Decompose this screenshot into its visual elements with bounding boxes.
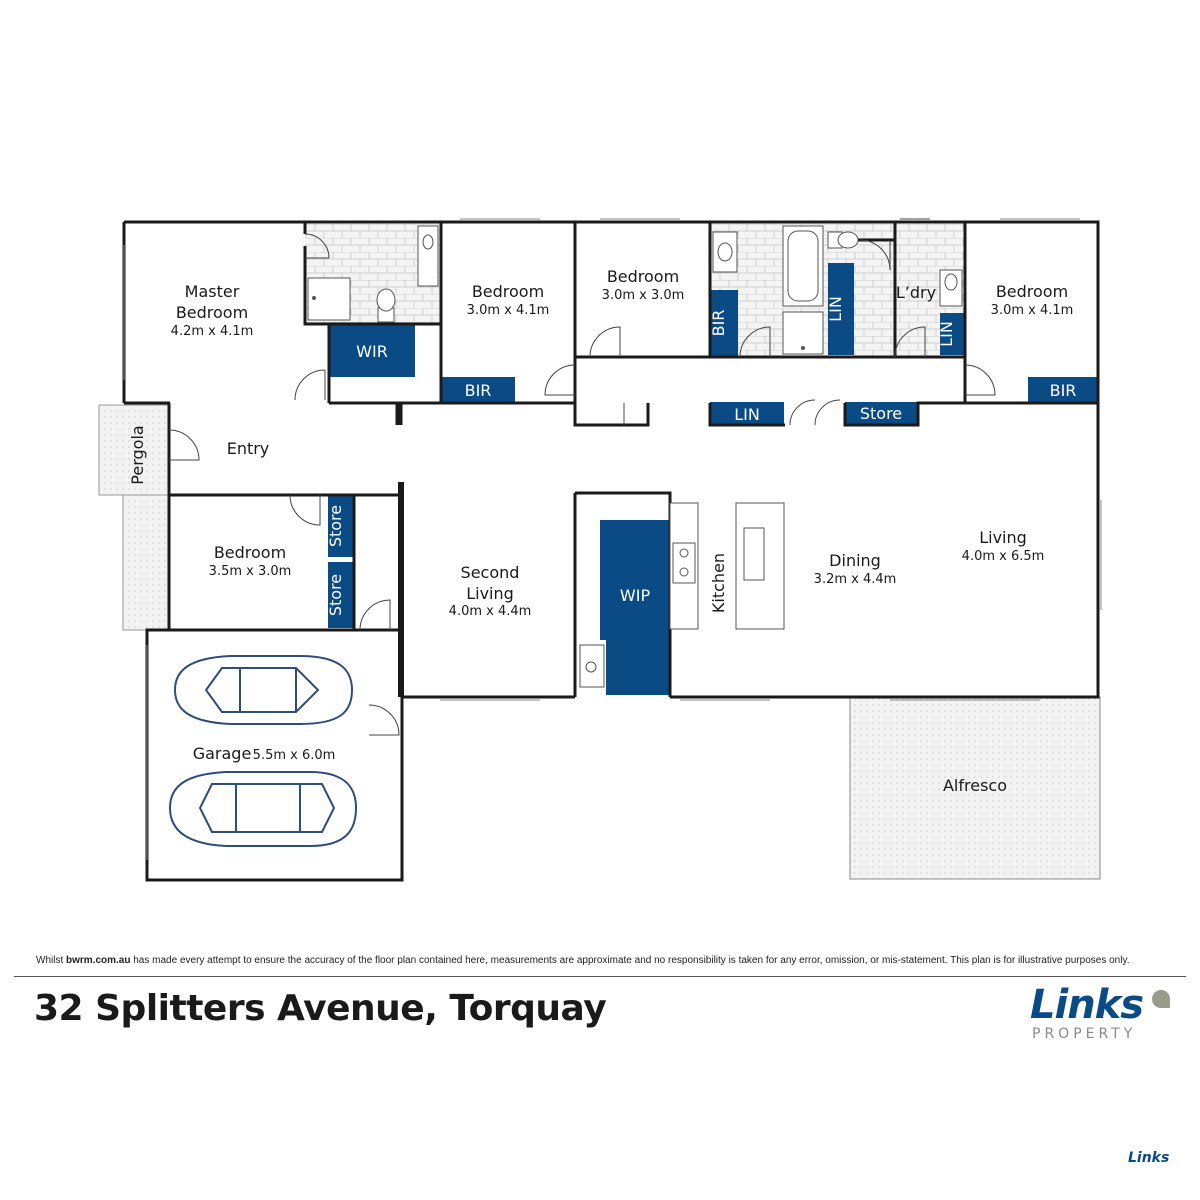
kitchen-label: Kitchen (709, 553, 728, 613)
logo-wordmark: Links (1030, 982, 1144, 1028)
car-icon (173, 655, 354, 725)
bir-bed2-label: BIR (465, 381, 492, 400)
bedroom3-label: Bedroom (607, 267, 679, 286)
bedroom5-wall (169, 493, 404, 697)
second-living-label: Second (461, 563, 520, 582)
wip-block (600, 520, 669, 695)
wir-wall (327, 324, 575, 405)
bir-bed2-block (441, 377, 515, 403)
bedroom4-label: Bedroom (996, 282, 1068, 301)
laundry-label: L’dry (896, 283, 936, 302)
store-hall-block (845, 402, 918, 426)
lin-bath-label: LIN (826, 296, 845, 322)
entry-label: Entry (227, 439, 270, 458)
living-dims: 4.0m x 6.5m (962, 549, 1045, 564)
ensuite-fixtures (307, 225, 439, 323)
alfresco-label: Alfresco (943, 776, 1007, 795)
kitchen-fixtures (579, 502, 785, 688)
living-label: Living (979, 528, 1027, 547)
lin-hall-label: LIN (734, 405, 760, 424)
car-icon (168, 771, 358, 847)
alfresco-area (849, 696, 1101, 880)
garage-label: Garage (193, 744, 252, 763)
lin-hall-block (710, 402, 784, 426)
disclaimer-text-start: Whilst (36, 955, 66, 966)
lin-laundry-label: LIN (937, 321, 956, 347)
bir-bed4-block (1028, 377, 1098, 403)
store-hall-label: Store (860, 404, 902, 423)
pergola-area (98, 404, 170, 496)
bedroom3-dims: 3.0m x 3.0m (602, 288, 685, 303)
pergola-side (122, 494, 170, 631)
wir-block (330, 324, 415, 377)
bathroom-fixtures (712, 225, 859, 355)
divider (14, 976, 1186, 977)
lin-bath-block (828, 263, 854, 355)
bir-bed3-block (710, 290, 738, 356)
disclaimer-text-end: has made every attempt to ensure the acc… (130, 955, 1130, 966)
master-bedroom-label-2: Bedroom (176, 303, 248, 322)
links-property-logo: Links PROPERTY (1028, 982, 1170, 1046)
laundry-fixtures (939, 269, 963, 307)
windows (123, 218, 1102, 860)
floor-plan: Master Bedroom 4.2m x 4.1m Bedroom 3.0m … (98, 218, 1102, 882)
store-lower-label: Store (326, 574, 345, 616)
logo-swoosh-icon (1152, 990, 1170, 1008)
store-upper-block (328, 495, 354, 557)
wip-label: WIP (620, 586, 651, 605)
logo-subtitle: PROPERTY (1032, 1026, 1137, 1042)
store-lower-block (328, 562, 354, 628)
bir-bed3-label: BIR (709, 310, 728, 337)
bir-bed4-label: BIR (1050, 381, 1077, 400)
pergola-label: Pergola (128, 425, 147, 484)
second-living-dims: 4.0m x 4.4m (449, 604, 532, 619)
lin-laundry-block (940, 313, 964, 355)
master-bedroom-dims: 4.2m x 4.1m (171, 324, 254, 339)
bedroom4-dims: 3.0m x 4.1m (991, 303, 1074, 318)
garage-dims: 5.5m x 6.0m (253, 748, 336, 763)
hall-wall (573, 357, 965, 427)
mini-logo: Links (1128, 1150, 1170, 1166)
dining-dims: 3.2m x 4.4m (814, 572, 897, 587)
entry-wall (124, 401, 171, 630)
property-address: 32 Splitters Avenue, Torquay (34, 988, 607, 1029)
bedroom2-dims: 3.0m x 4.1m (467, 303, 550, 318)
bedroom2-label: Bedroom (472, 282, 544, 301)
bedroom5-label: Bedroom (214, 543, 286, 562)
dining-label: Dining (829, 551, 881, 570)
second-living-label-2: Living (466, 584, 514, 603)
wir-label: WIR (356, 342, 388, 361)
ensuite-wall (303, 222, 443, 326)
disclaimer: Whilst bwrm.com.au has made every attemp… (36, 955, 1176, 966)
store-upper-label: Store (326, 505, 345, 547)
master-bedroom-label: Master (185, 282, 240, 301)
disclaimer-site: bwrm.com.au (66, 955, 131, 966)
bedroom5-dims: 3.5m x 3.0m (209, 564, 292, 579)
doors (168, 218, 996, 736)
